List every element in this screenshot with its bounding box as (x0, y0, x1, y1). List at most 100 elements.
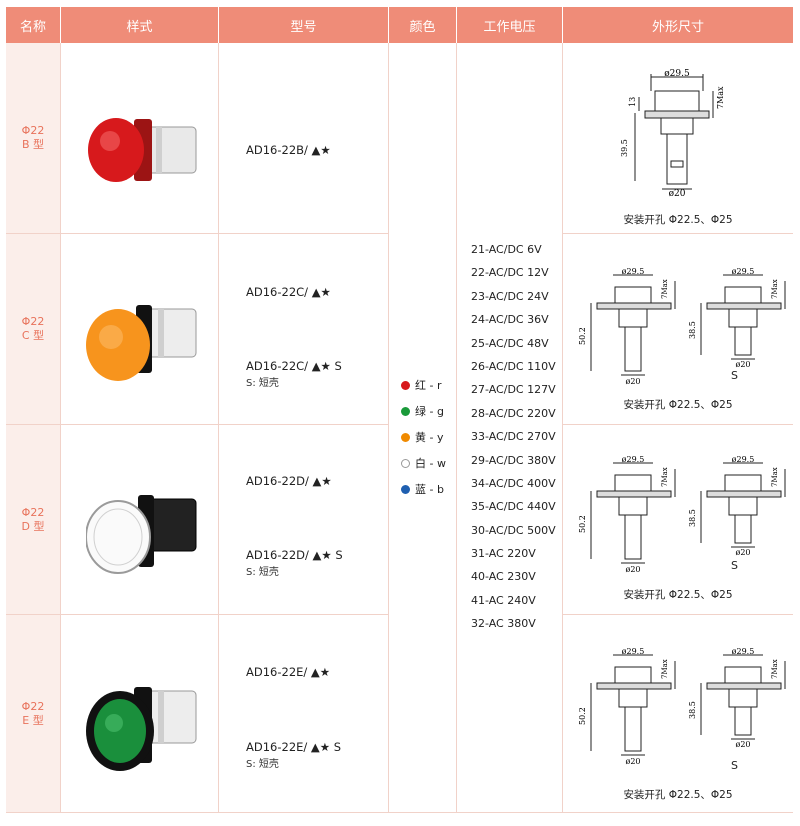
voltage-item: 35-AC/DC 440V (471, 500, 556, 514)
voltage-item: 30-AC/DC 500V (471, 523, 556, 537)
dim-d29: ø29.5 (732, 455, 755, 464)
color-label: 白 - w (415, 457, 446, 470)
dimension-cell (563, 234, 793, 425)
green-dot-icon (401, 406, 410, 416)
model-d-s-label: AD16-22D/ ▲★ S (246, 548, 343, 562)
color-list: 红 - r 绿 - g 黄 - y 白 - w 蓝 - b (401, 372, 446, 502)
dim-7max: 7Max (661, 467, 669, 487)
dim-d20: ø20 (626, 377, 641, 385)
red-dot-icon (401, 380, 410, 390)
model-d: AD16-22D/ ▲★ (246, 474, 332, 488)
voltage-item: 34-AC/DC 400V (471, 476, 556, 490)
indicator-lamp-yellow-image (86, 305, 197, 381)
header-name: 名称 (6, 7, 61, 43)
color-item: 黄 - y (401, 424, 446, 450)
dim-d20: ø20 (736, 740, 751, 749)
voltage-list: 21-AC/DC 6V 22-AC/DC 12V 23-AC/DC 24V 24-AC… (471, 238, 556, 636)
row-name-b: Φ22 B 型 (6, 43, 61, 234)
dim-d29: ø29.5 (732, 267, 755, 276)
voltage-cell (457, 43, 563, 813)
row-name-d: Φ22 D 型 (6, 425, 61, 615)
style-cell (61, 615, 219, 813)
dimension-cell (563, 425, 793, 615)
mounting-hole-caption-e: 安装开孔 Φ22.5、Φ25 (623, 789, 733, 801)
dim-7max: 7Max (716, 86, 725, 109)
color-item: 绿 - g (401, 398, 446, 424)
voltage-item: 22-AC/DC 12V (471, 266, 549, 280)
name-line2: E 型 (22, 713, 44, 727)
dim-d20: ø20 (736, 360, 751, 369)
color-label: 蓝 - b (415, 483, 444, 496)
name-line1: Φ22 (21, 124, 45, 137)
yellow-dot-icon (401, 432, 410, 442)
voltage-item: 21-AC/DC 6V (471, 243, 542, 256)
dim-h385: 38.5 (688, 509, 697, 527)
dimension-drawing-b: ø29.5 ø20 13 39.5 7Max (620, 69, 725, 197)
header-voltage: 工作电压 (457, 7, 563, 43)
voltage-item: 25-AC/DC 48V (471, 336, 549, 350)
dimension-drawing-e: ø29.5 ø20 50.2 ø29.5 ø20 38.5 7Max 7Max (578, 647, 786, 765)
mounting-hole-caption-b: 安装开孔 Φ22.5、Φ25 (623, 214, 733, 226)
voltage-item: 24-AC/DC 36V (471, 313, 549, 327)
dim-d29: ø29.5 (664, 69, 690, 79)
model-cell (219, 425, 389, 615)
mounting-hole-caption-c: 安装开孔 Φ22.5、Φ25 (623, 399, 733, 411)
model-cell (219, 615, 389, 813)
short-variant-label-d: S (731, 559, 738, 572)
voltage-item: 31-AC 220V (471, 547, 536, 561)
dim-d20: ø20 (736, 548, 751, 557)
color-item: 蓝 - b (401, 476, 446, 502)
model-d-s-note: S: 短壳 (246, 567, 279, 578)
voltage-item: 40-AC 230V (471, 570, 536, 584)
dim-d20: ø20 (626, 565, 641, 573)
color-cell (389, 43, 457, 813)
dimension-drawing-c: ø29.5 ø20 50.2 ø29.5 ø20 38.5 7Max 7Max (578, 267, 786, 385)
dimension-cell (563, 43, 793, 234)
mounting-hole-caption-d: 安装开孔 Φ22.5、Φ25 (623, 589, 733, 601)
model-c-s-label: AD16-22C/ ▲★ S (246, 359, 342, 373)
dim-7max: 7Max (771, 659, 779, 679)
dim-h13: 13 (628, 97, 637, 107)
voltage-item: 32-AC 380V (471, 617, 536, 631)
dim-7max: 7Max (661, 659, 669, 679)
name-line2: B 型 (21, 138, 45, 151)
name-line1: Φ22 (21, 505, 45, 519)
dimension-cell (563, 615, 793, 813)
header-color: 颜色 (389, 7, 457, 43)
dimension-drawing-d: ø29.5 ø20 50.2 ø29.5 ø20 38.5 7Max 7Max (578, 455, 786, 573)
dim-d29: ø29.5 (622, 455, 645, 464)
name-line1: Φ22 (21, 699, 45, 713)
voltage-item: 23-AC/DC 24V (471, 289, 549, 303)
row-name-e: Φ22 E 型 (6, 615, 61, 813)
style-cell (61, 425, 219, 615)
voltage-item: 26-AC/DC 110V (471, 359, 556, 373)
header-dimension: 外形尺寸 (563, 7, 793, 43)
row-name-c: Φ22 C 型 (6, 234, 61, 425)
dim-d29: ø29.5 (622, 267, 645, 276)
dim-d29: ø29.5 (622, 647, 645, 656)
model-e-s-note: S: 短壳 (246, 759, 279, 770)
indicator-lamp-white-image (86, 495, 197, 574)
blue-dot-icon (401, 484, 410, 494)
model-e: AD16-22E/ ▲★ (246, 665, 331, 679)
dim-d29: ø29.5 (732, 647, 755, 656)
header-style: 样式 (61, 7, 219, 43)
color-item: 白 - w (401, 450, 446, 476)
dim-h395: 39.5 (620, 139, 629, 157)
white-dot-icon (401, 458, 410, 468)
dim-d20: ø20 (669, 189, 686, 197)
model-e-s-label: AD16-22E/ ▲★ S (246, 740, 342, 754)
voltage-item: 27-AC/DC 127V (471, 383, 556, 397)
model-d-short: AD16-22D/ ▲★ S S: 短壳 (246, 548, 343, 578)
dim-h502: 50.2 (578, 515, 587, 533)
color-label: 绿 - g (415, 405, 444, 418)
model-cell (219, 43, 389, 234)
voltage-item: 29-AC/DC 380V (471, 453, 556, 467)
dim-d20: ø20 (626, 757, 641, 765)
model-e-short: AD16-22E/ ▲★ S S: 短壳 (246, 740, 341, 770)
indicator-lamp-red-image (88, 118, 197, 182)
color-label: 黄 - y (415, 431, 444, 444)
dim-h502: 50.2 (578, 707, 587, 725)
model-cell (219, 234, 389, 425)
model-c: AD16-22C/ ▲★ (246, 285, 331, 299)
